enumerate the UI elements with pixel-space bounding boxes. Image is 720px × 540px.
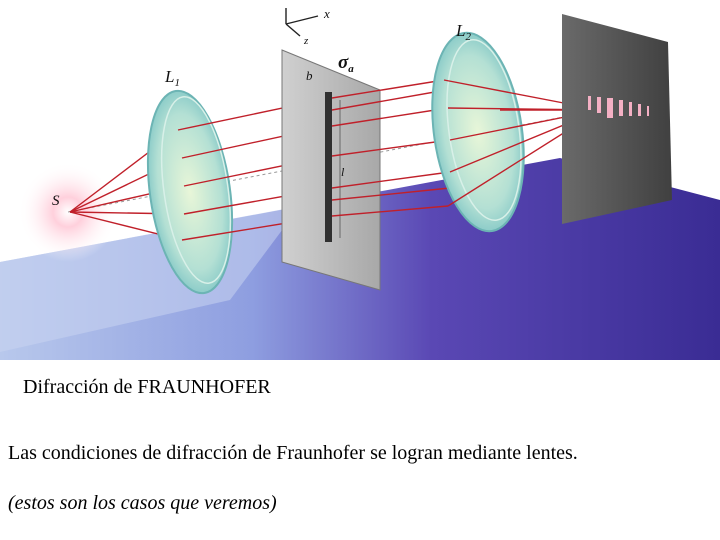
aperture-label: σa (338, 52, 354, 75)
fringe-pattern (588, 96, 649, 118)
slit-length-label: l (341, 165, 345, 179)
slit-width-label: b (306, 68, 313, 83)
fraunhofer-diagram: x z L1 L2 σa b l S (0, 6, 720, 360)
lens-1-label: L1 (164, 67, 180, 89)
axis-z-label: z (303, 35, 309, 47)
figure-caption: Difracción de FRAUNHOFER (23, 376, 271, 398)
slit (325, 92, 332, 242)
axis-x-label: x (323, 6, 330, 21)
diffracted-rays (331, 79, 451, 217)
lens-2-label: L2 (455, 21, 471, 43)
source-label: S (52, 193, 60, 209)
lens-1 (146, 89, 234, 295)
note-text: (estos son los casos que veremos) (8, 492, 277, 514)
axis-triad (285, 8, 319, 37)
aperture-plate (281, 49, 381, 291)
description-text: Las condiciones de difracción de Fraunho… (8, 442, 578, 464)
observation-screen (562, 14, 672, 224)
